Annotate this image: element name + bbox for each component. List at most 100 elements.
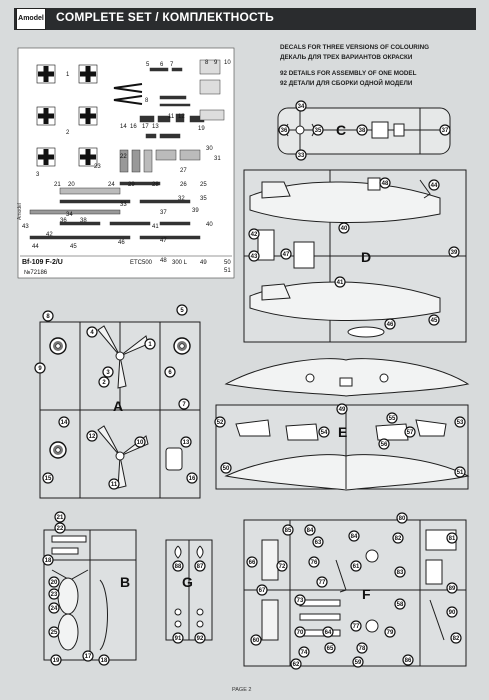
svg-text:91: 91 [175, 636, 182, 642]
sprue-g-tags: 88 87 91 92 [172, 560, 206, 644]
svg-text:35: 35 [315, 128, 322, 134]
svg-text:59: 59 [355, 660, 362, 666]
svg-text:84: 84 [351, 534, 358, 540]
svg-text:61: 61 [353, 564, 360, 570]
header-bar [14, 8, 476, 30]
svg-text:9: 9 [214, 60, 218, 66]
sprue-f [243, 519, 467, 667]
svg-text:14: 14 [61, 420, 68, 426]
svg-text:40: 40 [206, 222, 213, 228]
spinner-roundel-icon [173, 337, 191, 355]
svg-text:12: 12 [89, 434, 96, 440]
svg-text:34: 34 [298, 104, 305, 110]
svg-text:65: 65 [327, 646, 334, 652]
decal-model-name: Bf-109 F-2/U [22, 259, 63, 266]
svg-text:53: 53 [457, 420, 464, 426]
svg-text:41: 41 [337, 280, 344, 286]
svg-text:19: 19 [198, 126, 205, 132]
svg-text:37: 37 [442, 128, 449, 134]
svg-text:72: 72 [279, 564, 286, 570]
svg-text:63: 63 [315, 540, 322, 546]
svg-text:22: 22 [57, 526, 64, 532]
svg-text:16: 16 [189, 476, 196, 482]
svg-text:77: 77 [319, 580, 326, 586]
svg-text:11: 11 [111, 482, 118, 488]
svg-text:38: 38 [359, 128, 366, 134]
sprue-f-label: F [362, 586, 371, 602]
svg-text:39: 39 [451, 250, 458, 256]
svg-text:1: 1 [66, 72, 70, 78]
svg-text:23: 23 [94, 164, 101, 170]
svg-text:49: 49 [339, 407, 346, 413]
svg-text:6: 6 [168, 370, 172, 376]
svg-text:8: 8 [145, 98, 149, 104]
brand-logo: Amodel [16, 8, 46, 30]
svg-text:3: 3 [106, 370, 110, 376]
svg-text:64: 64 [325, 630, 332, 636]
svg-text:32: 32 [178, 196, 185, 202]
svg-text:18: 18 [101, 658, 108, 664]
svg-text:44: 44 [32, 244, 39, 250]
sprue-a-tags: 8 5 4 1 9 3 2 6 7 14 12 10 13 15 11 16 [34, 304, 198, 490]
svg-text:43: 43 [22, 224, 29, 230]
svg-text:39: 39 [192, 208, 199, 214]
svg-text:12: 12 [178, 114, 185, 120]
svg-text:37: 37 [160, 210, 167, 216]
svg-text:27: 27 [180, 168, 187, 174]
svg-text:42: 42 [251, 232, 258, 238]
svg-text:79: 79 [387, 630, 394, 636]
details-text-ru: 92 ДЕТАЛИ ДЛЯ СБОРКИ ОДНОЙ МОДЕЛИ [280, 80, 413, 87]
svg-text:6: 6 [160, 62, 164, 68]
svg-text:45: 45 [70, 244, 77, 250]
svg-text:88: 88 [175, 564, 182, 570]
svg-text:54: 54 [321, 430, 328, 436]
svg-text:22: 22 [120, 154, 127, 160]
svg-text:83: 83 [397, 570, 404, 576]
decal-kit-number: №72186 [24, 269, 48, 276]
svg-text:15: 15 [45, 476, 52, 482]
decal-cross-4-icon [78, 106, 98, 126]
svg-text:36: 36 [60, 218, 67, 224]
svg-text:42: 42 [46, 232, 53, 238]
svg-text:25: 25 [51, 630, 58, 636]
sprue-d-tags: 48 44 40 42 47 43 39 41 46 45 [248, 177, 460, 330]
svg-text:14: 14 [120, 124, 127, 130]
svg-text:77: 77 [353, 624, 360, 630]
sprue-d-label: D [361, 249, 371, 265]
svg-text:66: 66 [249, 560, 256, 566]
svg-text:3: 3 [36, 172, 40, 178]
decal-tank-label: 300 L [172, 260, 188, 266]
svg-text:11: 11 [168, 114, 175, 120]
svg-text:9: 9 [38, 366, 42, 372]
decal-arrow-icon [113, 83, 143, 105]
decals-text-en: DECALS FOR THREE VERSIONS OF COLOURING [280, 44, 430, 51]
svg-text:70: 70 [297, 630, 304, 636]
svg-text:23: 23 [51, 592, 58, 598]
svg-text:18: 18 [45, 558, 52, 564]
svg-text:2: 2 [102, 380, 106, 386]
svg-text:51: 51 [457, 470, 464, 476]
svg-text:45: 45 [431, 318, 438, 324]
svg-text:19: 19 [53, 658, 60, 664]
sprue-f-tags: 85 84 80 84 63 82 81 66 72 76 61 83 77 6… [246, 512, 462, 670]
svg-text:81: 81 [449, 536, 456, 542]
svg-text:87: 87 [197, 564, 204, 570]
svg-text:17: 17 [142, 124, 149, 130]
svg-text:29: 29 [128, 182, 135, 188]
svg-text:25: 25 [200, 182, 207, 188]
svg-text:41: 41 [152, 224, 159, 230]
svg-text:84: 84 [307, 528, 314, 534]
svg-text:80: 80 [399, 516, 406, 522]
spinner-roundel-icon [49, 337, 67, 355]
details-text-en: 92 DETAILS FOR ASSEMBLY OF ONE MODEL [280, 70, 417, 77]
svg-text:60: 60 [253, 638, 260, 644]
svg-text:74: 74 [301, 650, 308, 656]
svg-text:16: 16 [130, 124, 137, 130]
svg-text:56: 56 [381, 442, 388, 448]
svg-text:21: 21 [57, 515, 64, 521]
svg-text:46: 46 [118, 240, 125, 246]
